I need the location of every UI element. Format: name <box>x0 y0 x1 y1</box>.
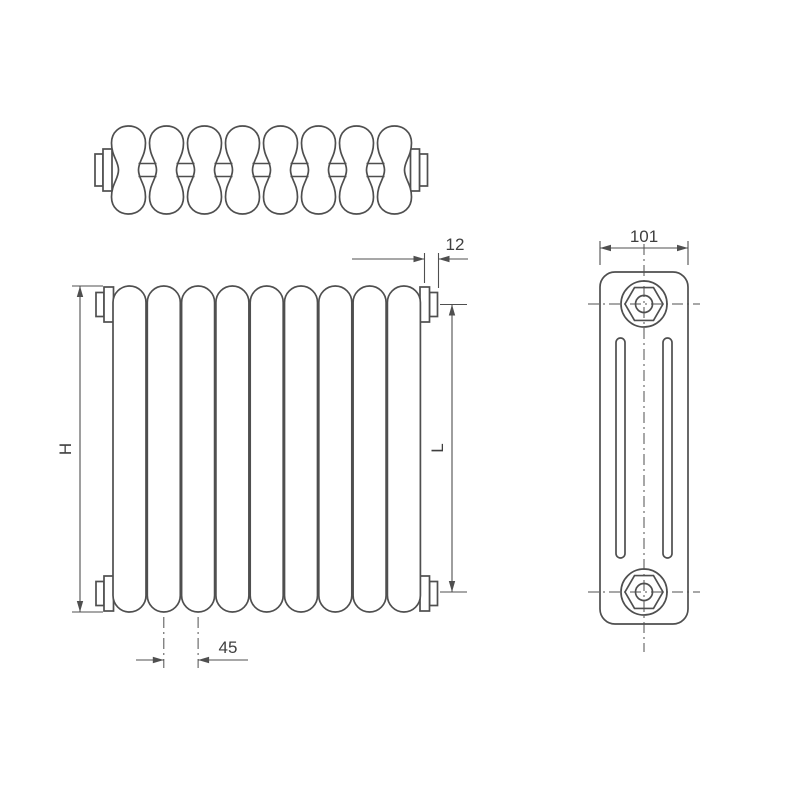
top-view-left-cap-inner <box>102 148 113 192</box>
top-view <box>94 125 429 215</box>
side-view-centerlines <box>588 244 700 652</box>
front-tube <box>249 285 285 613</box>
top-view-section <box>300 125 337 215</box>
pitch-dimension-label: 45 <box>219 638 238 657</box>
front-view <box>95 285 439 613</box>
depth-arrow-left <box>413 255 425 263</box>
dimension-height: H <box>56 285 103 613</box>
top-view-right-cap-outer <box>418 153 429 187</box>
front-tube <box>386 285 422 613</box>
front-tube <box>112 285 147 613</box>
front-fitting-top-right-outer <box>428 291 439 318</box>
top-view-left-cap-outer <box>94 153 104 187</box>
dimension-width: 101 <box>599 227 689 265</box>
depth-dimension-label: 12 <box>446 235 465 254</box>
front-fitting-top-left-inner <box>103 286 115 323</box>
front-tube <box>146 285 182 613</box>
top-view-section <box>376 125 413 215</box>
length-arrow-top <box>448 304 456 316</box>
pitch-centerlines <box>163 617 199 668</box>
width-arrow-left <box>600 244 611 252</box>
front-tube <box>352 285 387 613</box>
dimension-pitch: 45 <box>136 638 248 664</box>
pitch-arrow-left <box>152 656 164 664</box>
top-view-section <box>224 125 261 215</box>
front-fitting-top-right-inner <box>419 286 431 323</box>
pitch-arrow-right <box>198 656 210 664</box>
side-view-groove-right <box>662 337 673 559</box>
side-view-groove-left <box>615 337 626 559</box>
front-fitting-top-left-outer <box>95 291 105 318</box>
dimension-length: L <box>428 303 467 593</box>
width-dimension-label: 101 <box>630 227 658 246</box>
top-view-section <box>110 125 147 215</box>
top-view-section <box>186 125 223 215</box>
front-fitting-bottom-right-inner <box>419 575 431 612</box>
height-arrow-top <box>76 286 84 297</box>
top-view-section <box>338 125 375 215</box>
front-tube <box>283 285 319 613</box>
height-dimension-label: H <box>56 443 75 455</box>
front-fitting-bottom-right-outer <box>428 580 439 607</box>
front-tube <box>215 285 250 613</box>
front-tube <box>317 285 353 613</box>
width-arrow-right <box>677 244 688 252</box>
front-fitting-bottom-left-outer <box>95 580 105 607</box>
top-view-right-cap-inner <box>409 148 421 192</box>
front-tube <box>180 285 216 613</box>
top-view-section <box>148 125 185 215</box>
dimension-depth: 12 <box>352 235 468 288</box>
length-arrow-bottom <box>448 581 456 592</box>
depth-arrow-right <box>438 255 450 263</box>
height-arrow-bottom <box>76 601 84 612</box>
front-fitting-bottom-left-inner <box>103 575 115 612</box>
side-view <box>599 271 689 625</box>
length-dimension-label: L <box>428 443 447 452</box>
top-view-section <box>262 125 299 215</box>
